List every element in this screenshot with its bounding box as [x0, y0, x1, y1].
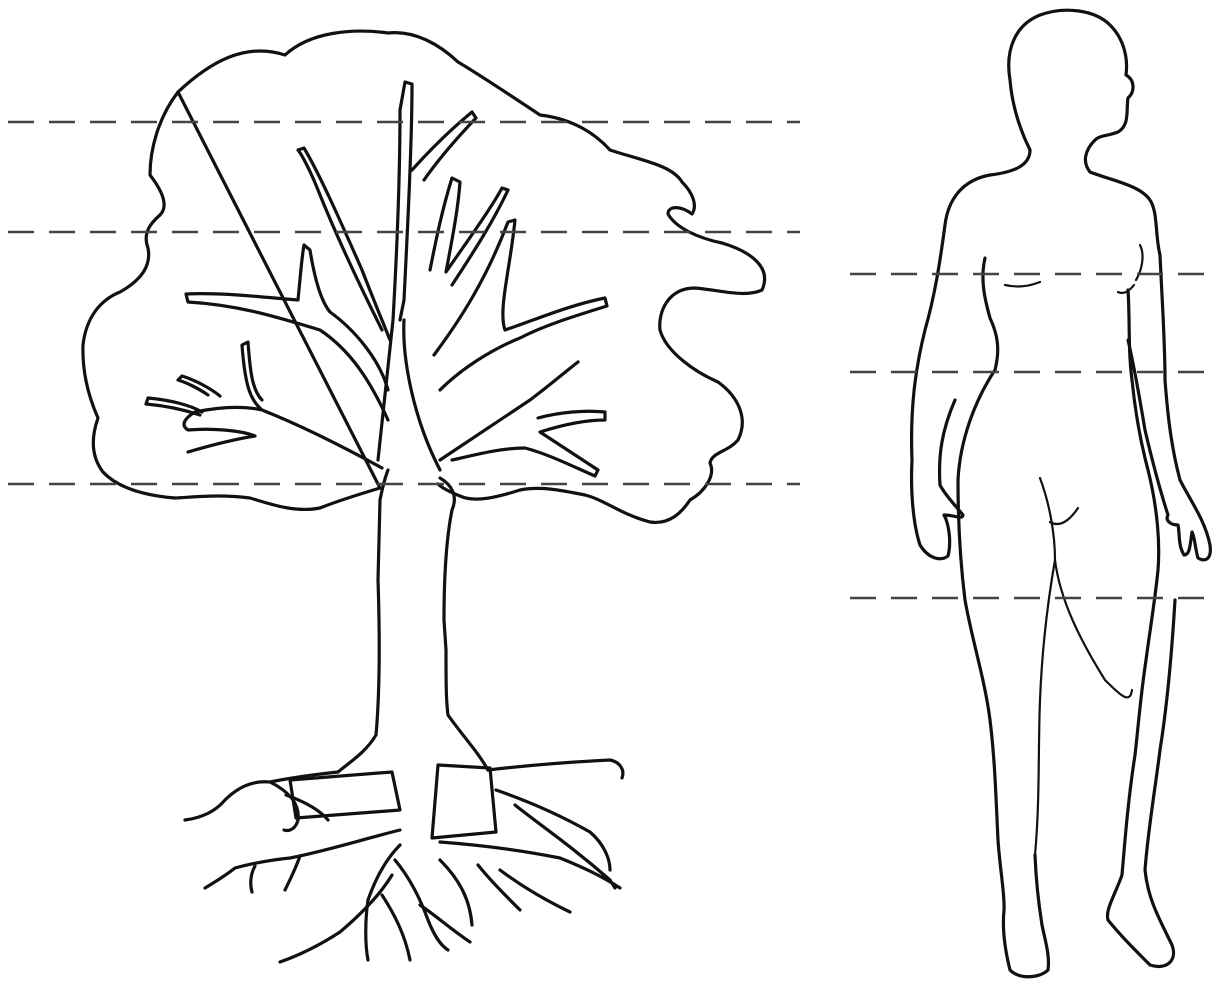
tree-roots [185, 760, 623, 962]
root-right-cut [432, 765, 496, 838]
tree-trunk-right [440, 478, 488, 770]
tree-branch-left-upper [298, 148, 390, 340]
figure-inner-leg [1035, 478, 1132, 855]
root-left-spread [205, 830, 470, 962]
root-right-spread [440, 760, 623, 925]
figure-guide-lines [850, 274, 1216, 598]
tree-central-branch [378, 82, 412, 460]
tree-trunk-left [338, 470, 388, 772]
root-left-top [185, 772, 338, 831]
tree-canopy-outline [83, 31, 765, 522]
tree-figure [83, 31, 765, 772]
human-figure [912, 10, 1211, 977]
figure-head [1009, 10, 1160, 255]
tree-central-branch-right [404, 320, 440, 470]
tree-branch-right-lower [440, 362, 605, 476]
tree-branch-left-lower [146, 342, 382, 468]
figure-chest-detail [1005, 245, 1143, 293]
figure-hip-detail [1050, 508, 1078, 524]
tree-branch-right-long [434, 220, 607, 390]
root-left-cut [290, 772, 400, 818]
figure-right-outline [1107, 255, 1210, 966]
